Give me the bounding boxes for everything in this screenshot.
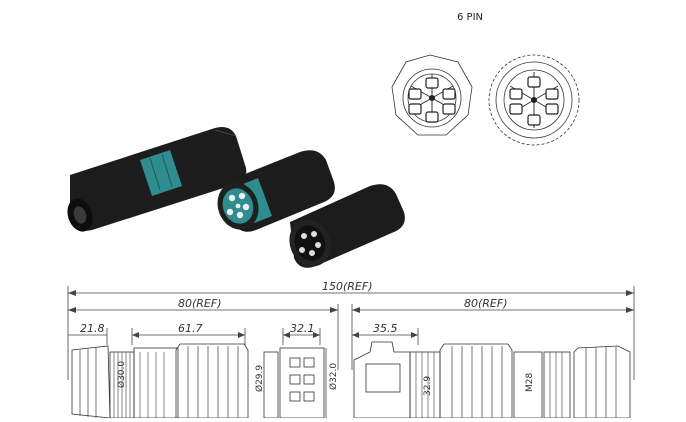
dimension-61-7: 61.7: [132, 322, 245, 338]
dim-32-1-label: 32.1: [290, 322, 315, 335]
thread-m28-label: M28: [525, 373, 535, 392]
dimension-32-1: 32.1: [283, 322, 320, 338]
dimension-21-8: 21.8: [68, 322, 107, 336]
dimension-overall: 150(REF): [68, 280, 634, 296]
dimension-35-5: 35.5: [352, 322, 418, 338]
overall-length-label: 150(REF): [322, 280, 373, 293]
male-end-view: [488, 54, 580, 146]
side-profile-right: 32.9 M28: [353, 341, 631, 419]
dim-61-7-label: 61.7: [178, 322, 203, 335]
dimension-right-half: 80(REF): [352, 297, 634, 313]
female-connector-render: [217, 150, 335, 232]
dim-35-5-label: 35.5: [373, 322, 398, 335]
right-half-label: 80(REF): [464, 297, 508, 310]
dimension-left-half: 80(REF): [68, 297, 338, 313]
male-connector-render: [289, 184, 405, 268]
height-32-9-label: 32.9: [423, 376, 433, 396]
dia-30-label: Ø30.0: [116, 361, 127, 388]
pin-count-title: 6 PIN: [457, 12, 484, 23]
female-end-view: [391, 54, 473, 136]
dia-32-label: Ø32.0: [328, 363, 339, 390]
extension-lines: [67, 286, 635, 380]
side-profile-middle: Ø29.9 Ø32.0: [254, 347, 339, 419]
assembled-connector-render: [67, 127, 247, 232]
dim-21-8-label: 21.8: [80, 322, 105, 335]
side-profile-left: Ø30.0: [71, 343, 249, 419]
dia-29-9-label: Ø29.9: [254, 365, 265, 392]
left-half-label: 80(REF): [178, 297, 222, 310]
